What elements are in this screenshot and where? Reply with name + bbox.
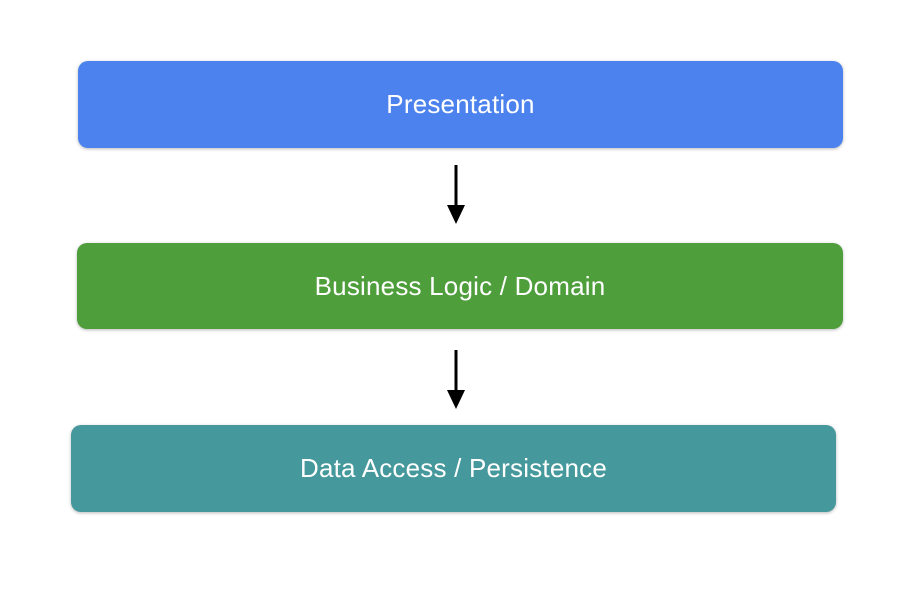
layer-label-presentation: Presentation	[386, 89, 535, 119]
arrow-down-business-to-data-icon	[447, 350, 465, 409]
layer-box-data-access[interactable]: Data Access / Persistence	[71, 425, 836, 512]
arrow-down-presentation-to-business-icon	[447, 165, 465, 224]
layer-label-data-access: Data Access / Persistence	[299, 453, 608, 483]
layer-box-business-logic[interactable]: Business Logic / Domain	[77, 243, 843, 329]
layer-label-business-logic: Business Logic / Domain	[314, 270, 606, 301]
layer-box-presentation[interactable]: Presentation	[78, 61, 843, 148]
